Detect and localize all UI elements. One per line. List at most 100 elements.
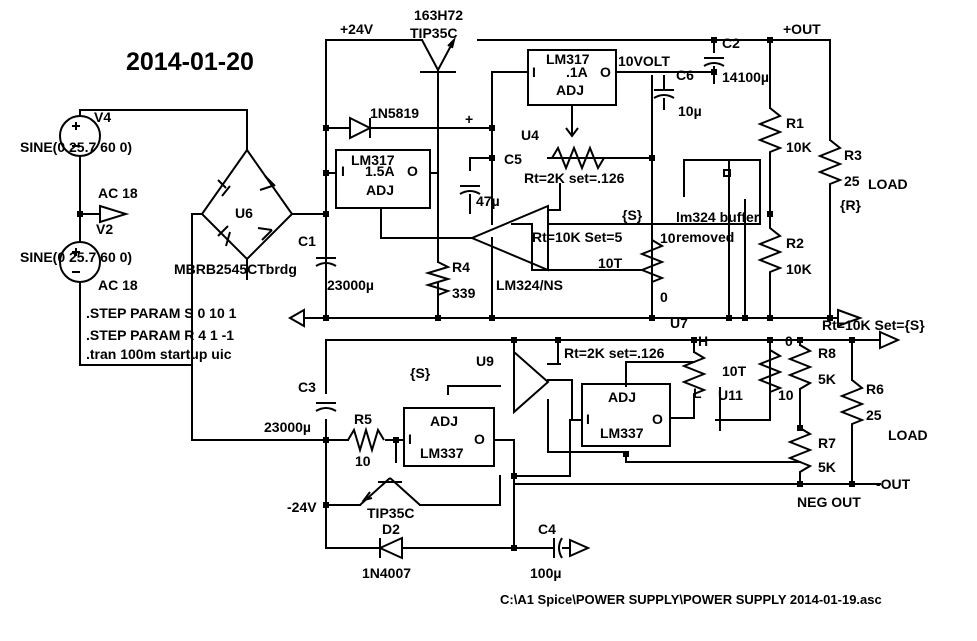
lm337a-pin-i: I	[408, 431, 412, 447]
lm337a-adj: ADJ	[430, 413, 458, 429]
opamp-top-model: LM324/NS	[496, 277, 563, 293]
r7-name: R7	[818, 435, 836, 451]
q-bottom-model: TIP35C	[367, 505, 414, 521]
c2-name: C2	[722, 35, 740, 51]
c3-name: C3	[298, 379, 316, 395]
opamp-top	[469, 204, 549, 272]
c6-value: 10µ	[678, 103, 702, 119]
u4-setting: Rt=2K set=.126	[524, 170, 625, 186]
source-v4	[59, 115, 101, 157]
file-path: C:\A1 Spice\POWER SUPPLY\POWER SUPPLY 20…	[500, 592, 882, 607]
diode-d1	[349, 116, 373, 140]
r6-value: 25	[866, 407, 882, 423]
diode-d2	[377, 536, 403, 560]
cap-c4	[553, 537, 570, 559]
c6-name: C6	[676, 67, 694, 83]
v4-value: SINE(0 25.7 60 0)	[20, 139, 132, 155]
net-neg-out: NEG OUT	[797, 494, 861, 510]
lm337a-pin-o: O	[474, 431, 485, 447]
r5-name: R5	[354, 411, 372, 427]
d2-part: 1N4007	[362, 565, 411, 581]
pot-s-param: {S}	[622, 207, 643, 223]
c3-value: 23000µ	[264, 419, 311, 435]
r8-name: R8	[818, 345, 836, 361]
ground-flag-right-top	[837, 308, 863, 328]
r3-value: 25	[844, 173, 860, 189]
res-r4	[424, 261, 452, 300]
res-r1	[757, 107, 783, 160]
bridge-rectifier	[200, 148, 294, 261]
wires	[79, 39, 881, 549]
lm337b-adj: ADJ	[608, 389, 636, 405]
sheet-title: 2014-01-20	[126, 48, 254, 76]
u7-zero: 0	[785, 333, 793, 349]
removed-buffer-pin	[723, 169, 731, 177]
u4-name: U4	[521, 127, 539, 143]
r1-value: 10K	[786, 139, 812, 155]
opamp-u9	[513, 349, 550, 415]
net-10volt: 10VOLT	[618, 53, 670, 69]
lm317b-pin-i: I	[341, 163, 345, 179]
res-r7	[787, 427, 813, 476]
r2-value: 10K	[786, 261, 812, 277]
pot-10t: 10T	[598, 255, 623, 271]
r3-name: R3	[844, 147, 862, 163]
r3-param: {R}	[840, 197, 862, 213]
plus-marker: +	[465, 111, 473, 127]
r7-value: 5K	[818, 459, 836, 475]
source-v2	[59, 241, 101, 283]
net-plus24: +24V	[340, 21, 374, 37]
u11-l: L	[693, 385, 702, 401]
u11-ten: 10	[778, 387, 794, 403]
lm317a-pin-i: I	[532, 64, 536, 80]
v4-ac: AC 18	[98, 185, 138, 201]
lm317b-pin-o: O	[407, 163, 418, 179]
reg-lm317-1a5	[335, 149, 431, 209]
u7-h: H	[698, 333, 708, 349]
r6-name: R6	[866, 381, 884, 397]
pot-10t	[632, 239, 665, 283]
lm317b-value: 1.5A	[365, 163, 395, 179]
directive-step-s: .STEP PARAM S 0 10 1	[86, 305, 237, 321]
res-r5	[347, 426, 385, 454]
pot-u4	[551, 118, 605, 171]
d2-name: D2	[382, 521, 400, 537]
reg-lm337-a	[403, 407, 495, 467]
r4-name: R4	[452, 259, 470, 275]
lm317a-adj: ADJ	[556, 82, 584, 98]
lm337a-part: LM337	[420, 445, 464, 461]
flag-ac-node	[99, 204, 130, 224]
u11-10t: 10T	[722, 363, 747, 379]
res-r3	[817, 139, 843, 200]
r8-value: 5K	[818, 371, 836, 387]
cap-c6	[653, 89, 675, 110]
c1-value: 23000µ	[327, 277, 374, 293]
lm317a-pin-o: O	[600, 64, 611, 80]
c5-value: 47µ	[476, 193, 500, 209]
pot-rt-setting: Rt=10K Set=5	[532, 229, 622, 245]
lm337b-part: LM337	[600, 425, 644, 441]
v2-ac: AC 18	[98, 277, 138, 293]
c4-value: 100µ	[530, 565, 561, 581]
lm317a-value: .1A	[566, 64, 588, 80]
load-label-top: LOAD	[868, 176, 908, 192]
lm317b-adj: ADJ	[366, 182, 394, 198]
transistor-top	[420, 36, 456, 73]
net-minus-out: -OUT	[876, 476, 911, 492]
r2-name: R2	[786, 235, 804, 251]
u9-setting: Rt=2K set=.126	[564, 345, 665, 361]
q-top-model: TIP35C	[410, 25, 457, 41]
net-plus-out: +OUT	[783, 21, 821, 37]
opamp-u9-name: U9	[476, 353, 494, 369]
cap-c5	[459, 185, 481, 214]
c1-name: C1	[298, 233, 316, 249]
c5-name: C5	[504, 151, 522, 167]
u7-name: U7	[670, 315, 688, 331]
lm317a-part: LM317	[546, 51, 590, 67]
net-minus24: -24V	[287, 499, 317, 515]
r1-name: R1	[786, 115, 804, 131]
r5-value: 10	[355, 453, 371, 469]
ground-flag-right-bottom	[879, 330, 901, 350]
